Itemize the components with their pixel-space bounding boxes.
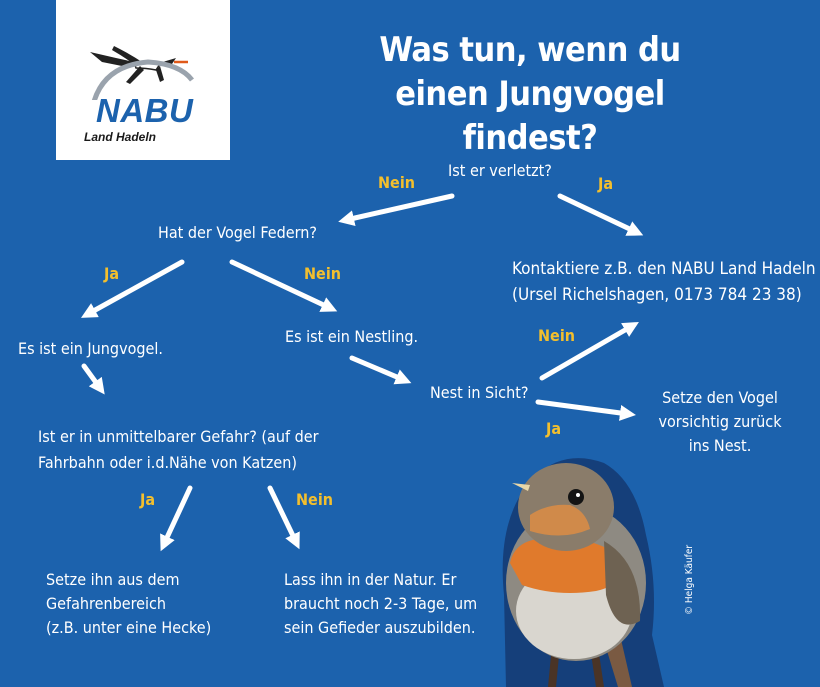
arrow-feathers-no [229, 259, 338, 312]
return-line-2: vorsichtig zurück [658, 412, 782, 431]
node-leave-in-nature: Lass ihn in der Natur. Er braucht noch 2… [284, 568, 477, 640]
arrow-danger-yes [160, 485, 193, 552]
node-fledgling: Es ist ein Jungvogel. [18, 339, 163, 358]
label-nest-yes: Ja [546, 419, 562, 438]
photo-credit: © Helga Käufer [684, 544, 695, 615]
return-line-3: ins Nest. [688, 436, 752, 455]
move-line-2: Gefahrenbereich [46, 594, 167, 613]
label-nest-no: Nein [538, 326, 575, 345]
page-title: Was tun, wenn du einen Jungvogel findest… [379, 30, 681, 158]
arrow-nest-no [539, 321, 639, 381]
leave-line-3: sein Gefieder auszubilden. [284, 618, 476, 637]
logo-wordmark: NABU [96, 92, 194, 129]
arrow-danger-no [267, 485, 300, 550]
logo-subtitle: Land Hadeln [84, 130, 157, 144]
node-feathers: Hat der Vogel Federn? [158, 223, 317, 242]
stork-icon [90, 46, 194, 100]
move-line-1: Setze ihn aus dem [46, 570, 180, 589]
arrow-injured-no [338, 193, 455, 227]
leave-line-1: Lass ihn in der Natur. Er [284, 570, 457, 589]
nabu-logo: NABU Land Hadeln [56, 0, 230, 160]
node-return-to-nest: Setze den Vogel vorsichtig zurück ins Ne… [650, 386, 790, 458]
danger-line-2: Fahrbahn oder i.d.Nähe von Katzen) [38, 453, 297, 472]
arrow-fledgling-down [81, 363, 105, 395]
label-feathers-no: Nein [304, 264, 341, 283]
node-injured: Ist er verletzt? [448, 161, 552, 180]
node-contact: Kontaktiere z.B. den NABU Land Hadeln (U… [512, 256, 816, 308]
label-danger-no: Nein [296, 490, 333, 509]
label-feathers-yes: Ja [104, 264, 120, 283]
contact-line-2: (Ursel Richelshagen, 0173 784 23 38) [512, 285, 802, 305]
node-nest-in-sight: Nest in Sicht? [430, 383, 529, 402]
node-move-away: Setze ihn aus dem Gefahrenbereich (z.B. … [46, 568, 211, 640]
leave-line-2: braucht noch 2-3 Tage, um [284, 594, 478, 613]
contact-line-1: Kontaktiere z.B. den NABU Land Hadeln [512, 259, 816, 279]
arrow-nest-yes [535, 399, 636, 421]
robin-photo [502, 458, 664, 687]
node-nestling: Es ist ein Nestling. [285, 327, 419, 346]
node-danger: Ist er in unmittelbarer Gefahr? (auf der… [38, 424, 319, 476]
label-injured-yes: Ja [598, 174, 614, 193]
arrow-injured-yes [557, 193, 644, 236]
label-danger-yes: Ja [140, 490, 156, 509]
arrow-nestling-nest [349, 355, 412, 385]
danger-line-1: Ist er in unmittelbarer Gefahr? (auf der [38, 427, 319, 446]
return-line-1: Setze den Vogel [662, 388, 778, 407]
label-injured-no: Nein [378, 173, 415, 192]
move-line-3: (z.B. unter eine Hecke) [46, 618, 212, 637]
arrow-feathers-yes [80, 259, 185, 318]
